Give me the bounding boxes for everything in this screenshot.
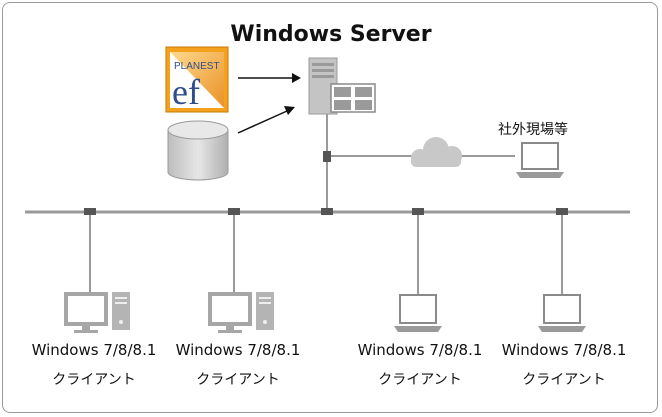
bus-connector-server (321, 208, 333, 215)
remote-site-label: 社外現場等 (498, 122, 568, 138)
client-3-role-label: クライアント (378, 372, 462, 388)
bus-connector-1 (84, 208, 96, 215)
bus-connector-3 (412, 208, 424, 215)
diagram-title: Windows Server (230, 22, 432, 47)
database-icon (167, 120, 229, 181)
client-2-os-label: Windows 7/8/8.1 (175, 341, 301, 359)
client-1-os-label: Windows 7/8/8.1 (31, 341, 157, 359)
branch-connector (323, 151, 331, 162)
laptop-icon (516, 142, 564, 178)
client-4-role-label: クライアント (522, 372, 606, 388)
desktop-icon (64, 292, 130, 333)
client-1-role-label: クライアント (52, 372, 136, 388)
client-2-role-label: クライアント (196, 372, 280, 388)
laptop-icon (538, 294, 586, 332)
logo-mark-text: ef (172, 72, 200, 112)
client-3-os-label: Windows 7/8/8.1 (357, 341, 483, 359)
client-4-os-label: Windows 7/8/8.1 (501, 341, 627, 359)
desktop-icon (208, 292, 274, 333)
planest-ef-logo: PLANEST ef (165, 46, 229, 113)
bus-connector-4 (556, 208, 568, 215)
server-icon (308, 57, 376, 115)
arrow-logo-to-server (238, 73, 301, 83)
cloud-icon (411, 137, 462, 167)
logo-brand-text: PLANEST (174, 61, 220, 72)
arrow-db-to-server (237, 106, 295, 134)
bus-connector-2 (228, 208, 240, 215)
laptop-icon (394, 294, 442, 332)
